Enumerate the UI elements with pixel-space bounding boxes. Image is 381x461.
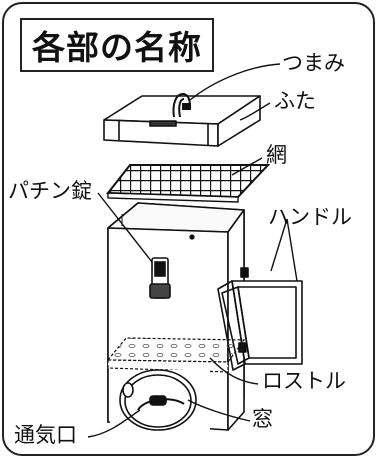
label-lid: ふた	[274, 89, 316, 113]
label-latch: パチン錠	[8, 179, 92, 203]
label-vent: 通気口	[14, 423, 77, 447]
knob	[172, 92, 191, 118]
net	[105, 164, 271, 203]
label-knob: つまみ	[282, 51, 345, 75]
label-grate: ロストル	[262, 369, 346, 393]
leader-lines	[87, 63, 298, 438]
label-handle: ハンドル	[268, 205, 352, 229]
vent	[110, 369, 210, 432]
grate	[106, 337, 246, 373]
label-net: 網	[266, 143, 287, 167]
latch	[149, 257, 171, 299]
diagram-title: 各部の名称	[32, 28, 202, 67]
label-window: 窓	[252, 407, 273, 431]
handle	[217, 267, 303, 371]
title-box: 各部の名称	[20, 18, 214, 72]
